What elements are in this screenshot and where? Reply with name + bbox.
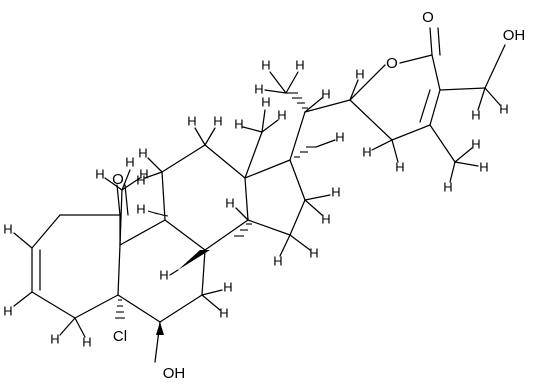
h-label: H: [331, 184, 340, 199]
h-label: H: [479, 159, 488, 174]
h-label: H: [234, 116, 243, 131]
h-label: H: [136, 201, 145, 216]
h-label: H: [321, 211, 330, 226]
h-label: H: [50, 331, 59, 346]
ketone-oxygen: O: [112, 171, 124, 188]
h-label: H: [499, 101, 508, 116]
h-label: H: [3, 303, 12, 318]
c5-chlorine: Cl: [113, 328, 127, 345]
h-label: H: [273, 253, 282, 268]
h-label: H: [471, 136, 480, 151]
h-label: H: [295, 57, 304, 72]
h-label: H: [225, 195, 234, 210]
h-label: H: [443, 179, 452, 194]
h-label: H: [471, 107, 480, 122]
h-label: H: [139, 166, 148, 181]
h-label: H: [138, 145, 147, 160]
h-label: H: [355, 66, 364, 81]
h-label: H: [321, 86, 330, 101]
hashed-bond-14: [234, 223, 252, 237]
h-label: H: [213, 113, 222, 128]
h-label: H: [223, 279, 232, 294]
stereo-bonds: [115, 92, 316, 335]
ring-bonds: [31, 27, 506, 363]
atom-labels: O O O OH OH Cl H H H H H H H H H H H H H…: [3, 9, 525, 382]
h-label: H: [335, 129, 344, 144]
lactone-ring-oxygen: O: [386, 55, 398, 72]
h-label: H: [136, 172, 145, 187]
h-label: H: [254, 81, 263, 96]
h-label: H: [277, 107, 286, 122]
h-label: H: [82, 334, 91, 349]
h-label: H: [261, 57, 270, 72]
c6-hydroxy-oh: OH: [163, 365, 186, 382]
h-label: H: [309, 245, 318, 260]
hashed-bond-17: [294, 146, 316, 158]
lactone-carbonyl-oxygen: O: [422, 9, 434, 26]
h-label: H: [395, 159, 404, 174]
hashed-bond-9: [147, 210, 169, 217]
h-label: H: [125, 154, 134, 169]
hashed-bond-20: [286, 92, 308, 109]
h-label: H: [159, 267, 168, 282]
h-label: H: [187, 113, 196, 128]
h-label: H: [3, 221, 12, 236]
h-label: H: [95, 166, 104, 181]
hydroxymethyl-oh: OH: [503, 27, 526, 44]
hydrogen-bonds: [13, 71, 501, 338]
h-label: H: [261, 94, 270, 109]
hashed-bond-5: [115, 299, 125, 319]
h-label: H: [219, 305, 228, 320]
h-label: H: [362, 144, 371, 159]
